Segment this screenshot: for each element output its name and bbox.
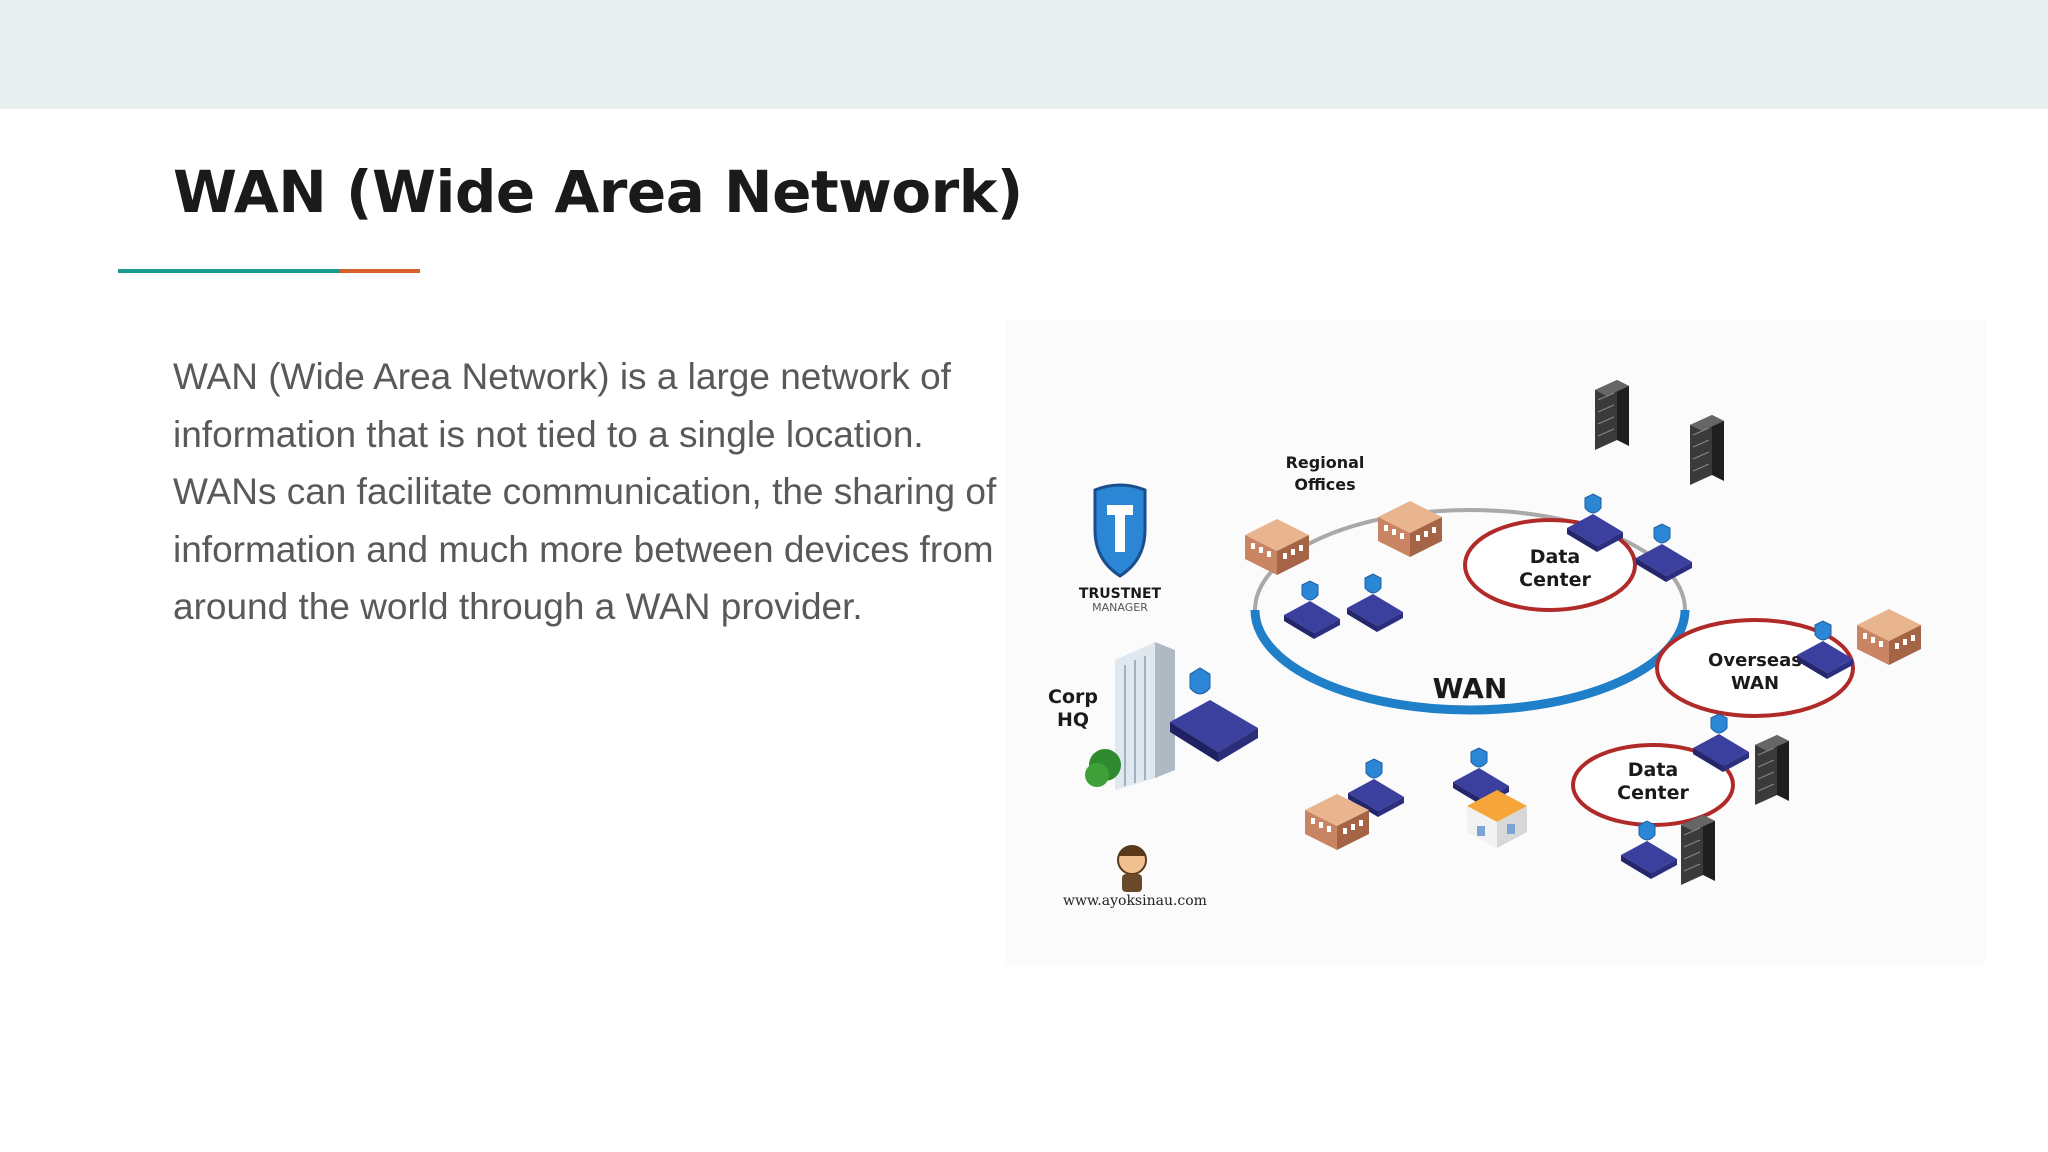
- server-icon: [1680, 814, 1716, 886]
- wan-label: WAN: [1433, 672, 1508, 705]
- header-band: [0, 0, 2048, 109]
- watermark-url: www.ayoksinau.com: [1063, 893, 1207, 909]
- wan-diagram: WAN Regional Offices Data Center Oversea…: [1005, 320, 1985, 965]
- corp-hq-building-icon: [1085, 642, 1175, 790]
- server-icon: [1754, 734, 1790, 806]
- trustnet-shield-icon: [1093, 483, 1147, 578]
- router-icon: [1283, 580, 1341, 640]
- regional-offices-label-2: Offices: [1294, 475, 1355, 494]
- corp-router-icon: [1170, 667, 1258, 762]
- logo-top-text: TRUSTNET: [1079, 586, 1162, 602]
- router-icon: [1620, 820, 1678, 880]
- data-center-top-label-1: Data: [1530, 546, 1581, 568]
- data-center-bottom-label-1: Data: [1628, 759, 1679, 781]
- overseas-label-2: WAN: [1731, 673, 1779, 694]
- office-building-icon: [1857, 609, 1921, 665]
- corp-hq-label-2: HQ: [1057, 709, 1089, 731]
- server-icon: [1689, 414, 1725, 486]
- slide-title: WAN (Wide Area Network): [173, 158, 1023, 226]
- office-building-icon: [1245, 519, 1309, 575]
- server-icon: [1594, 379, 1630, 451]
- title-underline-orange: [340, 269, 420, 273]
- data-center-top-label-2: Center: [1519, 569, 1591, 591]
- title-underline-teal: [118, 269, 340, 273]
- office-building-icon: [1378, 501, 1442, 557]
- overseas-label-1: Overseas: [1708, 650, 1802, 671]
- mascot-icon: [1117, 845, 1147, 892]
- slide-body-text: WAN (Wide Area Network) is a large netwo…: [173, 356, 997, 627]
- logo-bottom-text: MANAGER: [1092, 601, 1148, 614]
- home-building-icon: [1467, 790, 1527, 848]
- overseas-wan-ring: [1655, 618, 1855, 718]
- corp-hq-label-1: Corp: [1048, 686, 1098, 708]
- router-icon: [1346, 573, 1404, 633]
- regional-offices-label-1: Regional: [1286, 453, 1365, 472]
- data-center-bottom-label-2: Center: [1617, 782, 1689, 804]
